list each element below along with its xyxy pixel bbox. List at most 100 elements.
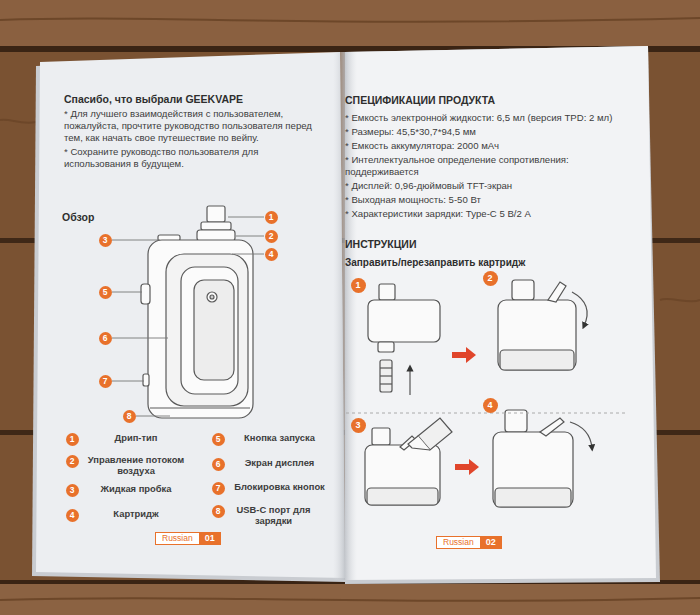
device-illustration — [141, 206, 253, 418]
refill-step-illustration — [367, 488, 438, 505]
node-text: Russian — [443, 537, 474, 548]
refill-step-illustration — [540, 418, 564, 436]
node-text: 4 — [483, 398, 498, 413]
step-arrow — [455, 459, 479, 475]
callout-number: 4Картридж — [66, 509, 79, 522]
step-arrow — [452, 347, 479, 475]
step-number: 1 — [351, 278, 366, 293]
device-illustration — [141, 284, 150, 304]
callout-number: 1 — [265, 211, 278, 224]
node-text: 7 — [99, 375, 112, 388]
page-text: * Емкость электронной жидкости: 6,5 мл (… — [345, 112, 643, 124]
node-text: 02 — [486, 537, 496, 548]
node-text: 1 — [265, 211, 278, 224]
part-name: USB-C порт для зарядки — [230, 504, 318, 527]
part-name: Управление потоком воздуха — [84, 454, 189, 477]
refill-step-illustration — [372, 428, 390, 445]
page-number: 01 — [199, 532, 221, 545]
refill-step-illustration — [495, 488, 571, 507]
device-illustration — [197, 230, 235, 241]
node-text: 5 — [212, 433, 225, 446]
callout-number: 7Блокировка кнопок — [212, 482, 225, 495]
refill-step-illustration — [493, 432, 573, 507]
device-illustration — [194, 280, 234, 380]
node-text: 2 — [265, 230, 278, 243]
refill-step-illustration — [409, 368, 410, 395]
node-text: 8 — [123, 410, 136, 423]
text-column: СПЕЦИФИКАЦИИ ПРОДУКТА * Емкость электронн… — [345, 94, 643, 222]
booklet-pages — [345, 46, 660, 584]
node-text: 3 — [351, 418, 366, 433]
refill-step-illustration — [379, 284, 395, 300]
language-tag: Russian — [155, 532, 200, 545]
text-column: Спасибо, что выбрали GEEKVAPE* Для лучше… — [64, 93, 326, 170]
callout-number: 4 — [265, 248, 278, 261]
page-text: ИНСТРУКЦИИ — [345, 238, 416, 251]
refill-step-illustration — [570, 422, 592, 448]
leader-line — [112, 338, 168, 339]
language-tag: Russian — [436, 536, 481, 549]
callout-number: 6 — [99, 332, 112, 345]
page-text: * Емкость аккумулятора: 2000 мАч — [345, 140, 643, 152]
node-text: 5 — [99, 286, 112, 299]
part-name: Дрип-тип — [84, 432, 189, 444]
device-illustration — [210, 295, 214, 299]
wood-background — [0, 0, 700, 46]
node-text: 01 — [205, 533, 215, 544]
callout-number: 8USB-C порт для зарядки — [212, 505, 225, 518]
wood-background — [0, 120, 36, 123]
callout-number: 2 — [265, 230, 278, 243]
step-number: 2 — [483, 271, 498, 286]
page-text: * Интеллектуальное определение сопротивл… — [345, 154, 643, 178]
node-text: 7 — [212, 482, 225, 495]
refill-step-illustration — [500, 350, 574, 370]
wood-background — [0, 598, 700, 601]
step-separator — [346, 413, 625, 414]
callout-number: 5Кнопка запуска — [212, 433, 225, 446]
callout-number: 7 — [99, 375, 112, 388]
page-number: 02 — [480, 536, 502, 549]
page-text: * Размеры: 45,5*30,7*94,5 мм — [345, 126, 643, 138]
wood-background — [0, 18, 700, 22]
leader-line — [236, 236, 264, 237]
page-text: * Дисплей: 0,96-дюймовый TFT-экран — [345, 180, 643, 192]
node-text: Russian — [162, 533, 193, 544]
device-illustration — [201, 222, 231, 230]
page-text: СПЕЦИФИКАЦИИ ПРОДУКТА — [345, 94, 643, 107]
leader-line — [228, 217, 264, 218]
leader-line — [232, 254, 264, 255]
refill-step-illustration — [572, 292, 587, 326]
node-text: 4 — [265, 248, 278, 261]
part-name: Кнопка запуска — [230, 432, 330, 444]
node-text: 1 — [66, 433, 79, 446]
callout-number: 8 — [123, 410, 136, 423]
refill-step-illustration — [380, 375, 392, 376]
step-arrow — [452, 347, 476, 363]
wood-background — [0, 583, 700, 615]
wood-background — [660, 299, 700, 302]
refill-step-illustration — [368, 300, 440, 342]
node-text: 8 — [212, 505, 225, 518]
page-text: * Выходная мощность: 5-50 Вт — [345, 194, 643, 206]
node-text: 3 — [99, 234, 112, 247]
step-separator — [346, 413, 625, 414]
callout-number: 3Жидкая пробка — [66, 484, 79, 497]
node-text: 6 — [212, 458, 225, 471]
node-text: 3 — [66, 484, 79, 497]
device-illustration — [181, 267, 238, 394]
leader-line — [112, 381, 144, 382]
node-text: 6 — [99, 332, 112, 345]
booklet-pages — [345, 46, 656, 580]
node-text: 2 — [483, 271, 498, 286]
leader-line — [112, 240, 160, 241]
part-name: Картридж — [84, 508, 189, 520]
refill-step-illustration — [365, 445, 440, 505]
step-number: 3 — [351, 418, 366, 433]
leader-line — [112, 217, 264, 416]
part-name: Жидкая пробка — [84, 483, 189, 495]
refill-step-illustration — [378, 342, 394, 352]
device-illustration — [207, 206, 225, 222]
